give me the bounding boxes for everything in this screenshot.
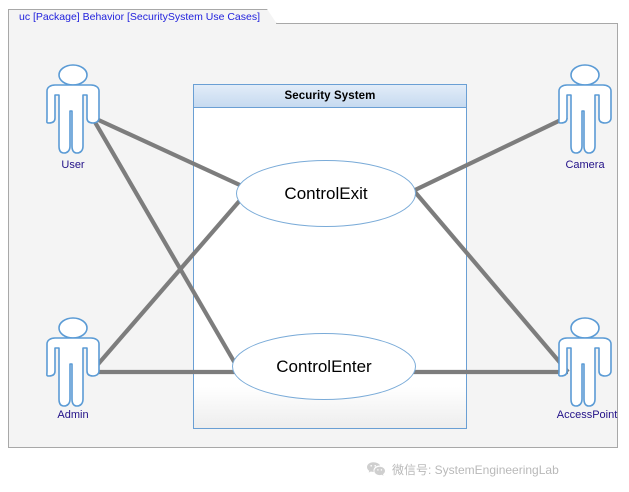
diagram-header-label: uc [Package] Behavior [SecuritySystem Us… (19, 10, 261, 23)
use-case-control-enter-label: ControlEnter (276, 356, 372, 376)
system-boundary-header: Security System (194, 85, 466, 108)
system-boundary-title: Security System (284, 90, 376, 102)
wechat-icon (367, 462, 385, 476)
watermark: 微信号: SystemEngineeringLab (366, 461, 559, 478)
use-case-control-enter[interactable]: ControlEnter (232, 333, 416, 400)
watermark-text: 微信号: SystemEngineeringLab (392, 463, 559, 477)
use-case-control-exit[interactable]: ControlExit (236, 160, 416, 227)
use-case-control-exit-label: ControlExit (284, 183, 368, 203)
diagram-header-tab: uc [Package] Behavior [SecuritySystem Us… (8, 9, 277, 24)
